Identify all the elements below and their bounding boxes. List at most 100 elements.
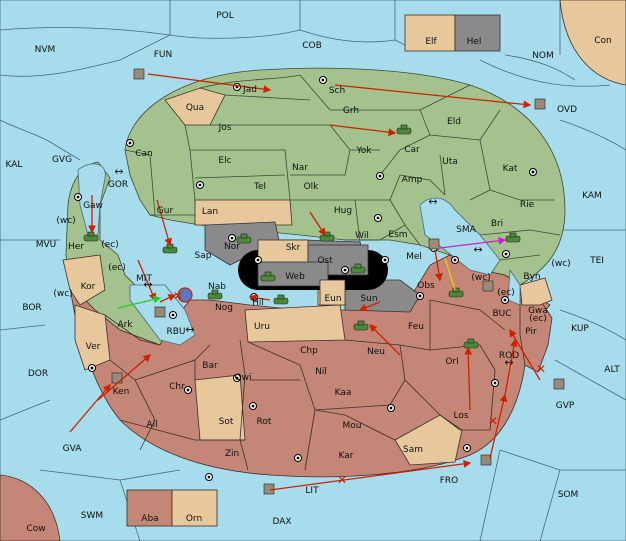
label-nom: NOM (532, 51, 554, 61)
failed-order-mark: ✕ (173, 289, 183, 303)
order-arrow (464, 346, 473, 411)
coast-label: (wc) (471, 273, 490, 283)
supply-center-dot (321, 78, 325, 82)
supply-center-dot (504, 252, 508, 256)
label-mit: MIT (136, 274, 152, 284)
label-qwi: Qwi (235, 373, 252, 383)
sea-sma[interactable] (419, 197, 501, 276)
label-can: Can (135, 149, 153, 159)
army-unit-icon[interactable] (396, 124, 412, 135)
province-orn[interactable] (171, 489, 218, 527)
army-unit-icon[interactable] (260, 271, 276, 282)
label-cow: Cow (26, 524, 45, 534)
canal-icon: ↔ (473, 243, 482, 256)
label-jad: Jad (242, 85, 257, 95)
army-unit-icon[interactable] (236, 233, 252, 244)
canal-icon: ↔ (185, 323, 194, 336)
fleet-unit-icon[interactable] (553, 378, 565, 390)
label-skr: Skr (286, 243, 301, 253)
supply-center-dot (230, 236, 234, 240)
label-hel: Hel (467, 37, 482, 47)
fleet-unit-icon[interactable] (480, 454, 492, 466)
order-arrow (69, 384, 111, 433)
province-web-inner[interactable] (257, 261, 329, 287)
supply-center-dot (376, 216, 380, 220)
label-kup: KUP (571, 324, 589, 334)
province-sot[interactable] (194, 374, 246, 441)
label-kor: Kor (81, 282, 96, 292)
order-arrow (269, 460, 472, 491)
province-qua[interactable] (164, 87, 226, 126)
label-fro: FRO (440, 476, 459, 486)
label-ail: Ail (146, 420, 157, 430)
province-borders-south (104, 299, 506, 471)
order-arrow (137, 259, 157, 302)
label-alt: ALT (604, 365, 620, 375)
army-unit-icon[interactable] (463, 338, 479, 349)
label-bor: BOR (22, 303, 41, 313)
coast-label: (ec) (108, 263, 126, 273)
failed-order-mark: ✕ (536, 362, 546, 376)
label-bri: Bri (491, 219, 503, 229)
label-dax: DAX (272, 517, 291, 527)
label-dor: DOR (28, 369, 48, 379)
supply-center-dot (503, 298, 507, 302)
army-unit-icon[interactable] (350, 263, 366, 274)
province-eun-inner[interactable] (319, 279, 346, 306)
globe-icon[interactable] (177, 287, 193, 303)
label-mel: Mel (406, 252, 422, 262)
supply-center-dot (493, 381, 497, 385)
province-gwa[interactable] (519, 277, 553, 306)
label-ver: Ver (86, 342, 101, 352)
sea-buc-inlet[interactable] (507, 268, 521, 306)
order-arrow (504, 338, 518, 396)
supply-center-dot (76, 195, 80, 199)
province-borders (124, 74, 561, 261)
fleet-unit-icon[interactable] (428, 238, 440, 250)
label-aba: Aba (141, 514, 158, 524)
fleet-unit-icon[interactable] (133, 68, 145, 80)
label-eun: Eun (324, 294, 341, 304)
label-los: Los (453, 411, 468, 421)
label-nor: Nor (224, 242, 240, 252)
canal-icon: ↔ (504, 356, 513, 369)
province-hel[interactable] (454, 14, 501, 52)
army-unit-icon[interactable] (83, 231, 99, 242)
province-ver[interactable] (74, 304, 111, 371)
fleet-unit-icon[interactable] (263, 483, 275, 495)
label-car: Car (404, 145, 420, 155)
label-qua: Qua (186, 103, 204, 113)
order-arrow (248, 294, 271, 302)
order-arrow (434, 249, 443, 282)
fleet-unit-icon[interactable] (482, 280, 494, 292)
label-chr: Chr (169, 382, 185, 392)
army-unit-icon[interactable] (273, 294, 289, 305)
coast-label: (ec) (497, 288, 515, 298)
label-lan: Lan (202, 207, 218, 217)
army-unit-icon[interactable] (448, 287, 464, 298)
army-unit-icon[interactable] (207, 289, 223, 300)
supply-center-dot (186, 388, 190, 392)
province-sam[interactable] (394, 414, 463, 466)
supply-center-dot (235, 376, 239, 380)
units (83, 68, 565, 495)
army-unit-icon[interactable] (353, 320, 369, 331)
fleet-unit-icon[interactable] (111, 372, 123, 384)
failed-order-mark: ✕ (337, 473, 347, 487)
fleet-unit-icon[interactable] (154, 306, 166, 318)
order-arrow (334, 84, 532, 109)
coast-label: (wc) (53, 289, 72, 299)
label-orl: Orl (445, 357, 458, 367)
province-aba[interactable] (126, 489, 173, 527)
province-lan[interactable] (194, 199, 293, 226)
province-kor[interactable] (62, 254, 106, 306)
fleet-unit-icon[interactable] (534, 98, 546, 110)
supply-center-dot (343, 268, 347, 272)
label-mvu: MVU (36, 240, 57, 250)
province-elf[interactable] (404, 14, 456, 52)
label-byn: Byn (523, 272, 540, 282)
label-rbu: RBU (166, 327, 185, 337)
failed-order-mark: ✕ (488, 414, 498, 428)
label-gur: Gur (157, 206, 174, 216)
